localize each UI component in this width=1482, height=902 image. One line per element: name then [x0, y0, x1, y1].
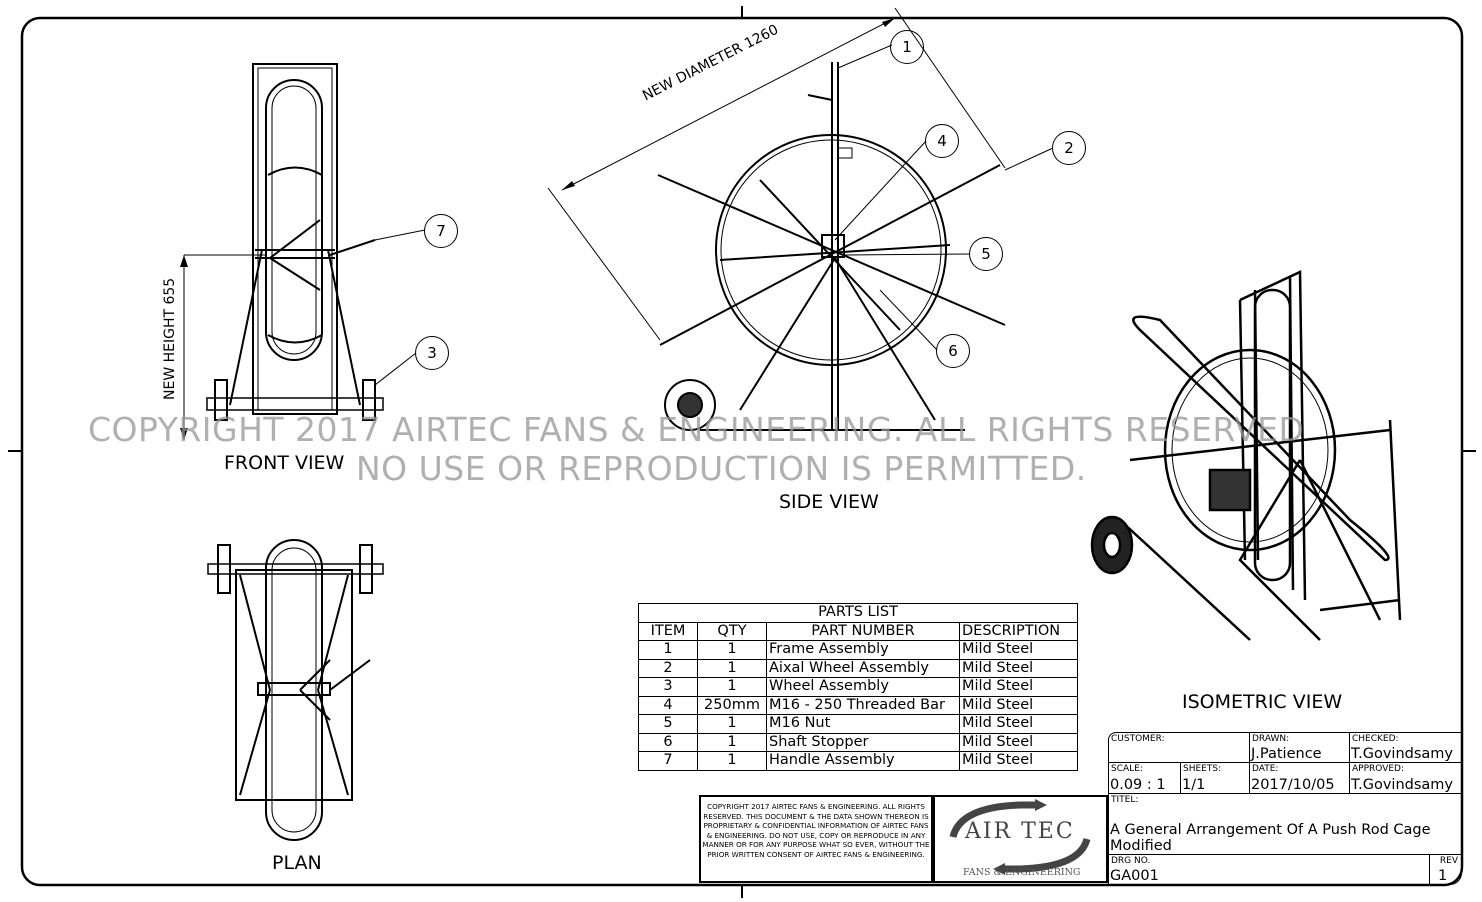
- cell-item: 1: [638, 640, 698, 660]
- watermark-line-2: NO USE OR REPRODUCTION IS PERMITTED.: [356, 449, 1087, 488]
- cell-desc: Mild Steel: [959, 695, 1078, 715]
- balloon-2: 2: [1052, 131, 1086, 165]
- balloon-5: 5: [969, 237, 1003, 271]
- cell-desc: Mild Steel: [959, 751, 1078, 771]
- parts-list-header: ITEM QTY PART NUMBER DESCRIPTION: [638, 621, 1078, 641]
- cell-desc: Mild Steel: [959, 714, 1078, 734]
- approved-cell: APPROVED: T.Govindsamy: [1349, 762, 1462, 794]
- cell-item: 3: [638, 677, 698, 697]
- scale-label: SCALE:: [1111, 764, 1143, 774]
- cell-qty: 1: [697, 640, 767, 660]
- airtec-logo: AIR TEC FANS & ENGINEERING: [933, 795, 1108, 883]
- side-view-label: SIDE VIEW: [779, 491, 879, 513]
- cell-item: 6: [638, 732, 698, 752]
- drawn-value: J.Patience: [1251, 746, 1322, 762]
- cell-desc: Mild Steel: [959, 640, 1078, 660]
- watermark-line-1: COPYRIGHT 2017 AIRTEC FANS & ENGINEERING…: [88, 410, 1305, 449]
- cell-qty: 250mm: [697, 695, 767, 715]
- scale-cell: SCALE: 0.09 : 1: [1108, 762, 1181, 794]
- cell-desc: Mild Steel: [959, 658, 1078, 678]
- date-value: 2017/10/05: [1251, 777, 1335, 793]
- cell-item: 2: [638, 658, 698, 678]
- parts-list-table: PARTS LIST ITEM QTY PART NUMBER DESCRIPT…: [638, 603, 1078, 771]
- cell-desc: Mild Steel: [959, 677, 1078, 697]
- cell-item: 7: [638, 751, 698, 771]
- rev-label: REV: [1439, 856, 1458, 866]
- drg-cell: DRG NO. GA001: [1108, 854, 1430, 885]
- customer-label: CUSTOMER:: [1111, 734, 1165, 744]
- cell-part: Handle Assembly: [766, 751, 960, 771]
- date-label: DATE:: [1252, 764, 1279, 774]
- title-label: TITEL:: [1111, 795, 1139, 805]
- balloon-leaders: [374, 44, 1054, 386]
- customer-cell: CUSTOMER:: [1108, 732, 1250, 763]
- sheets-value: 1/1: [1182, 777, 1206, 793]
- cell-desc: Mild Steel: [959, 732, 1078, 752]
- cell-item: 5: [638, 714, 698, 734]
- cell-qty: 1: [697, 714, 767, 734]
- checked-label: CHECKED:: [1352, 734, 1399, 744]
- balloon-1: 1: [890, 30, 924, 64]
- logo-tagline: FANS & ENGINEERING: [963, 867, 1081, 878]
- front-view-drawing: [180, 63, 384, 440]
- header-part-number: PART NUMBER: [766, 621, 960, 641]
- drawn-label: DRAWN:: [1252, 734, 1290, 744]
- cell-part: M16 Nut: [766, 714, 960, 734]
- drg-label: DRG NO.: [1111, 856, 1151, 866]
- side-view-drawing: [547, 7, 1006, 431]
- isometric-view-label: ISOMETRIC VIEW: [1182, 691, 1343, 713]
- cell-qty: 1: [697, 751, 767, 771]
- cell-part: M16 - 250 Threaded Bar: [766, 695, 960, 715]
- checked-value: T.Govindsamy: [1351, 746, 1454, 762]
- drg-value: GA001: [1110, 868, 1159, 884]
- date-cell: DATE: 2017/10/05: [1249, 762, 1350, 794]
- cell-qty: 1: [697, 677, 767, 697]
- cell-part: Aixal Wheel Assembly: [766, 658, 960, 678]
- cell-part: Wheel Assembly: [766, 677, 960, 697]
- cell-qty: 1: [697, 732, 767, 752]
- approved-value: T.Govindsamy: [1351, 777, 1454, 793]
- parts-list-title: PARTS LIST: [638, 603, 1078, 623]
- cell-part: Frame Assembly: [766, 640, 960, 660]
- scale-value: 0.09 : 1: [1110, 777, 1166, 793]
- center-marks: [8, 6, 1476, 898]
- cell-qty: 1: [697, 658, 767, 678]
- header-description: DESCRIPTION: [959, 621, 1078, 641]
- approved-label: APPROVED:: [1352, 764, 1404, 774]
- balloon-3: 3: [415, 336, 449, 370]
- rev-cell: REV 1: [1429, 854, 1462, 885]
- rev-value: 1: [1438, 868, 1448, 884]
- logo-arrows-icon: [949, 799, 1091, 875]
- header-item: ITEM: [638, 621, 698, 641]
- sheets-cell: SHEETS: 1/1: [1180, 762, 1250, 794]
- height-dimension: NEW HEIGHT 655: [162, 277, 178, 400]
- plan-label: PLAN: [272, 852, 322, 874]
- balloon-7: 7: [424, 214, 458, 248]
- title-cell: TITEL: A General Arrangement Of A Push Ro…: [1108, 793, 1462, 855]
- isometric-drawing: [1090, 270, 1402, 641]
- copyright-notice: COPYRIGHT 2017 AIRTEC FANS & ENGINEERING…: [699, 795, 933, 883]
- balloon-6: 6: [936, 334, 970, 368]
- front-view-label: FRONT VIEW: [224, 452, 345, 474]
- checked-cell: CHECKED: T.Govindsamy: [1349, 732, 1462, 763]
- header-qty: QTY: [697, 621, 767, 641]
- drawn-cell: DRAWN: J.Patience: [1249, 732, 1350, 763]
- cell-item: 4: [638, 695, 698, 715]
- plan-drawing: [207, 539, 384, 841]
- sheets-label: SHEETS:: [1183, 764, 1222, 774]
- logo-name: AIR TEC: [965, 819, 1075, 844]
- balloon-4: 4: [925, 124, 959, 158]
- title-value: A General Arrangement Of A Push Rod Cage…: [1110, 822, 1431, 854]
- cell-part: Shaft Stopper: [766, 732, 960, 752]
